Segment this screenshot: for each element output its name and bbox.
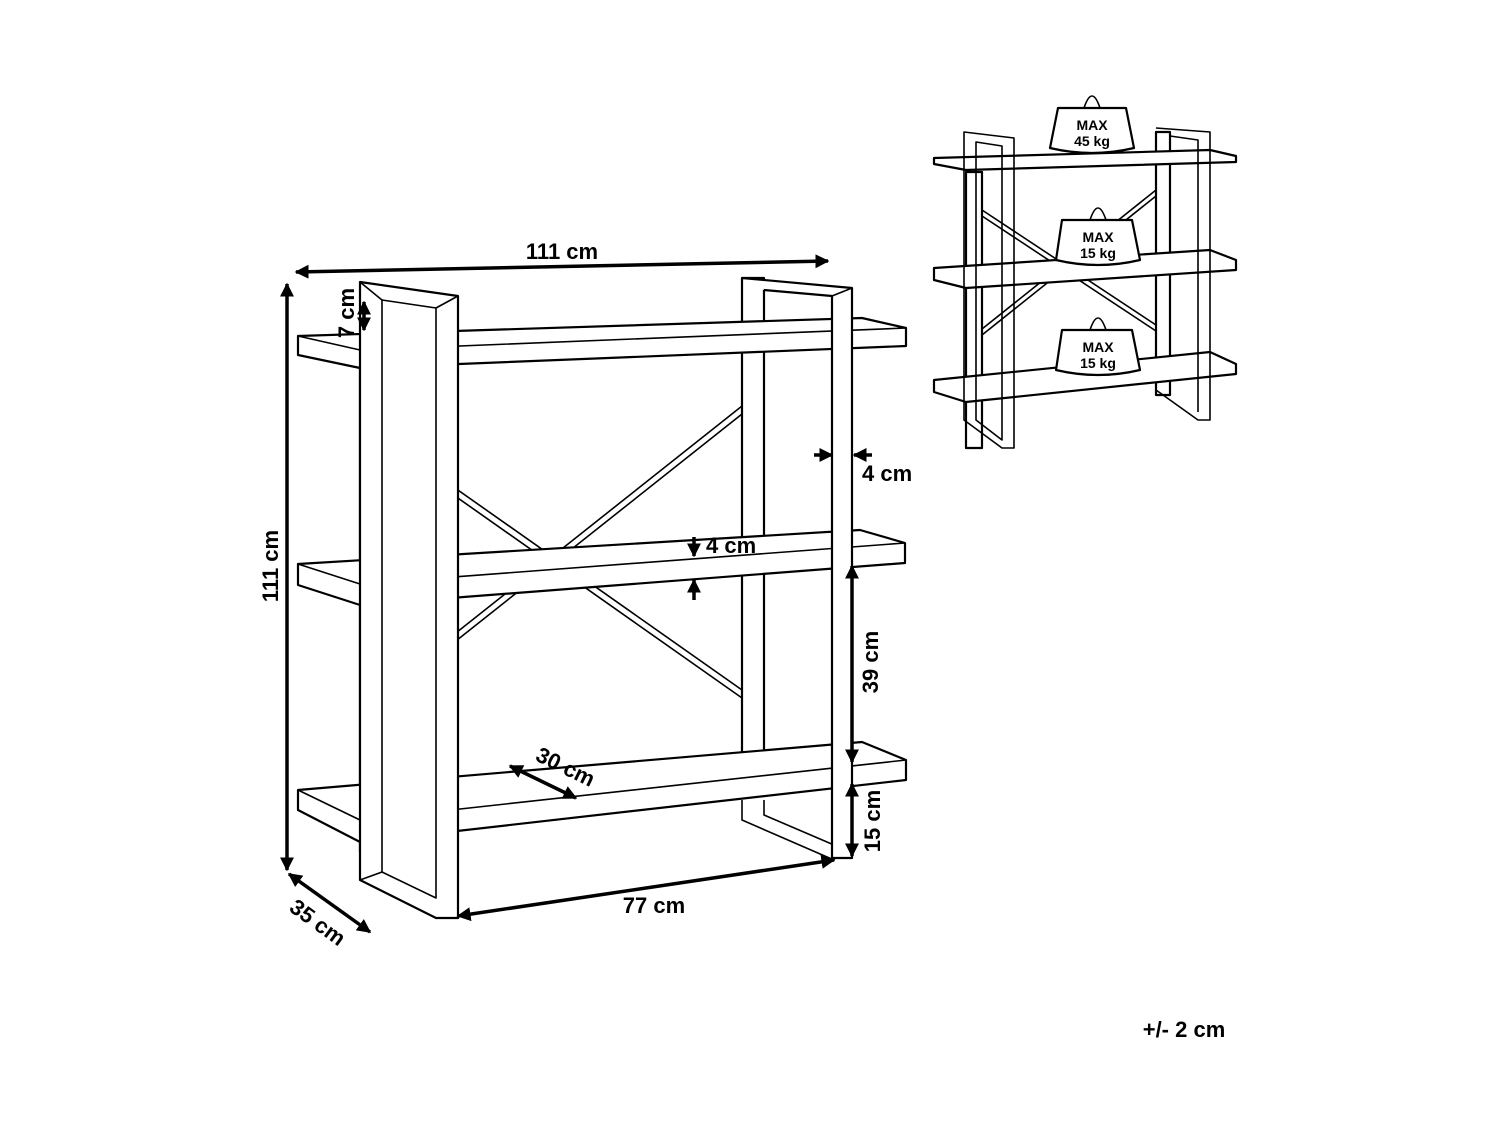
weight-value-top: 45 kg [1074,133,1110,149]
shelf-thickness-label: 4 cm [706,533,756,558]
total-width-label: 111 cm [526,239,598,264]
main-shelf-drawing [296,276,908,920]
front-right-frame [741,276,854,860]
dimension-lines [280,254,872,934]
depth-dimension-line [287,872,372,934]
weight-value-middle: 15 kg [1080,245,1116,261]
top-offset-label: 7 cm [334,288,359,338]
weight-max-label-bottom: MAX [1082,339,1114,355]
weight-max-label-middle: MAX [1082,229,1114,245]
inner-width-dimension-line [456,854,836,922]
weight-icon-top [1048,95,1136,155]
frame-width-label: 4 cm [862,461,912,486]
bottom-clearance-label: 15 cm [860,790,885,852]
weight-icon-bottom [1054,317,1142,377]
width-dimension-line [294,254,830,279]
total-height-label: 111 cm [258,530,283,602]
weight-value-bottom: 15 kg [1080,355,1116,371]
load-capacity-drawing [932,95,1238,450]
shelf-spacing-label: 39 cm [858,631,883,693]
tolerance-note: +/- 2 cm [1143,1017,1226,1042]
back-right-foot [741,800,835,861]
weight-max-label-top: MAX [1076,117,1108,133]
depth-label: 35 cm [285,894,350,951]
shelf-depth-dimension-line [508,764,578,800]
inner-width-label: 77 cm [623,893,685,918]
weight-icon-middle [1054,207,1142,267]
front-left-frame [358,280,460,920]
